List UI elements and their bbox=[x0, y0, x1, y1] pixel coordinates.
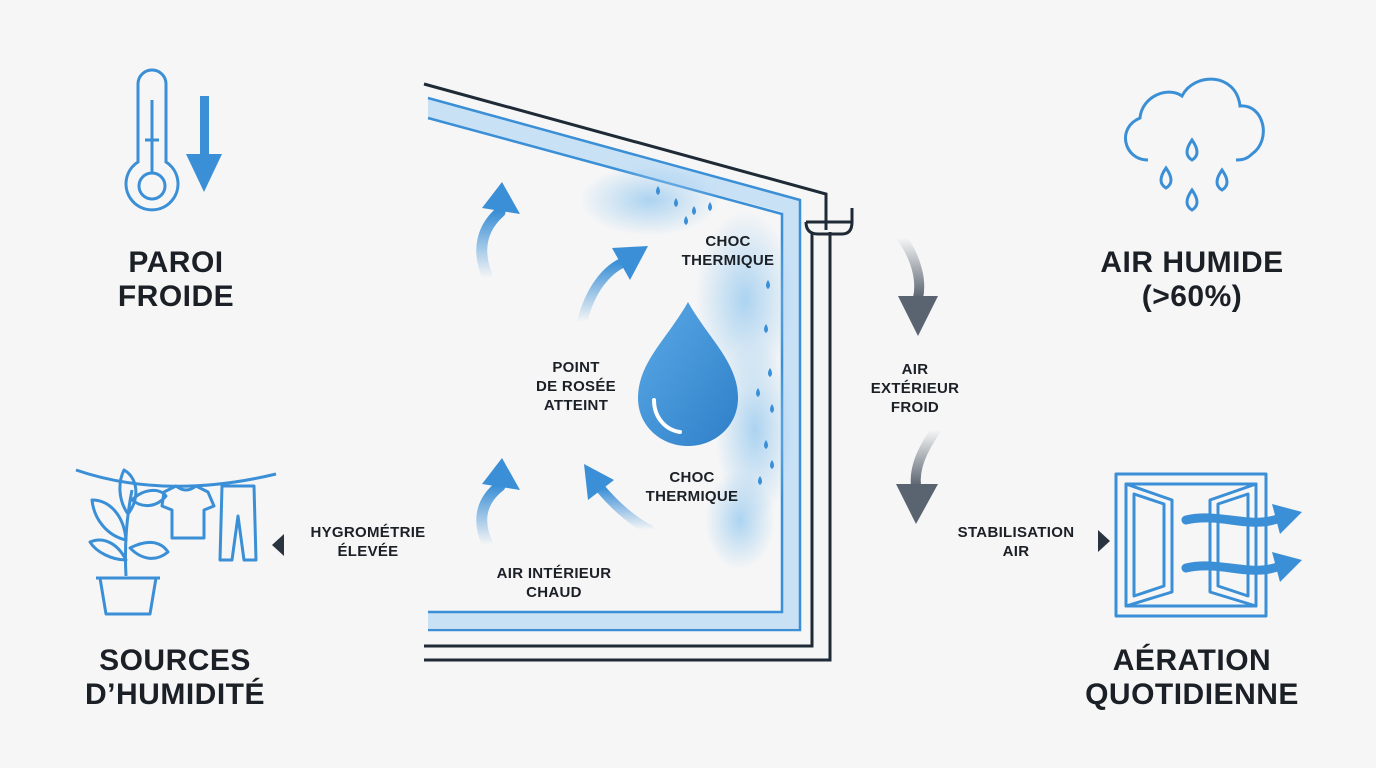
water-drop-icon bbox=[638, 302, 738, 446]
airflow-arrows bbox=[1181, 504, 1302, 582]
warm-air-arrows bbox=[476, 182, 655, 551]
pointer-right-icon bbox=[1098, 530, 1110, 552]
clothesline-icon bbox=[75, 468, 277, 562]
house-wall-section bbox=[423, 82, 854, 662]
open-window-icon bbox=[1114, 472, 1268, 618]
down-arrow-icon bbox=[186, 96, 222, 192]
thermometer-icon bbox=[124, 68, 180, 212]
plant-icon bbox=[88, 468, 170, 616]
humid-air-label: AIR HUMIDE(>60%) bbox=[1100, 246, 1284, 313]
pointer-left-icon bbox=[272, 534, 284, 556]
cold-air-arrows bbox=[896, 233, 941, 524]
wall-droplets bbox=[656, 186, 774, 485]
rain-cloud-icon bbox=[1124, 77, 1265, 212]
